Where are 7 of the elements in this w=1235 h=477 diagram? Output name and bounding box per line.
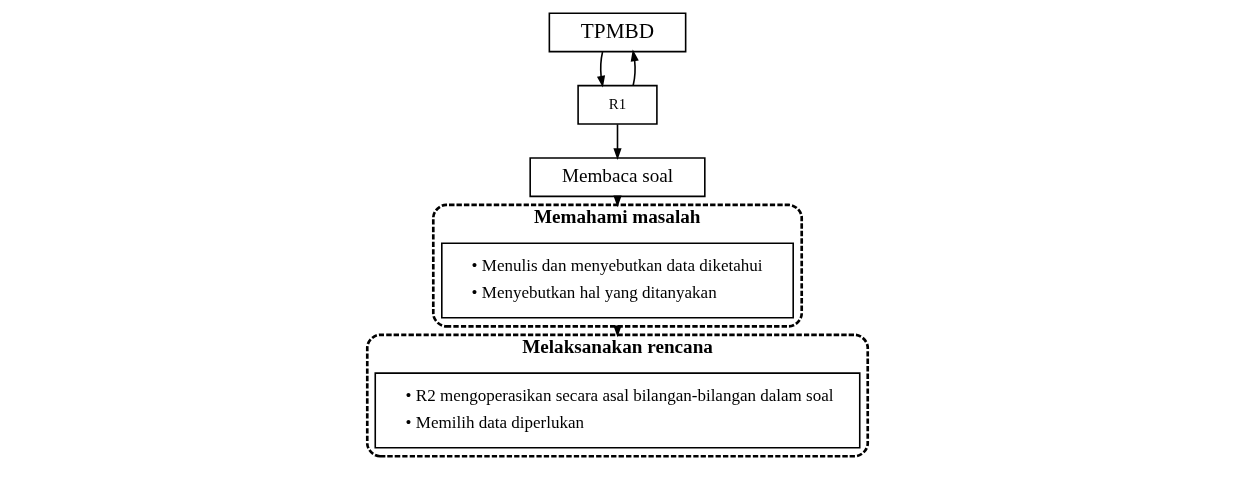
node-box: TPMBD	[548, 11, 687, 52]
arrow	[596, 50, 606, 88]
node-box: • Menulis dan menyebutkan data diketahui • Menyebutkan hal yang ditanyakan	[441, 241, 794, 319]
node-box: • R2 mengoperasikan secara asal bilangan-bilangan dalam soal • Memilih data diperlukan	[374, 371, 861, 448]
node-box: R1	[577, 84, 658, 125]
arrow	[630, 49, 639, 86]
arrow	[613, 123, 622, 160]
